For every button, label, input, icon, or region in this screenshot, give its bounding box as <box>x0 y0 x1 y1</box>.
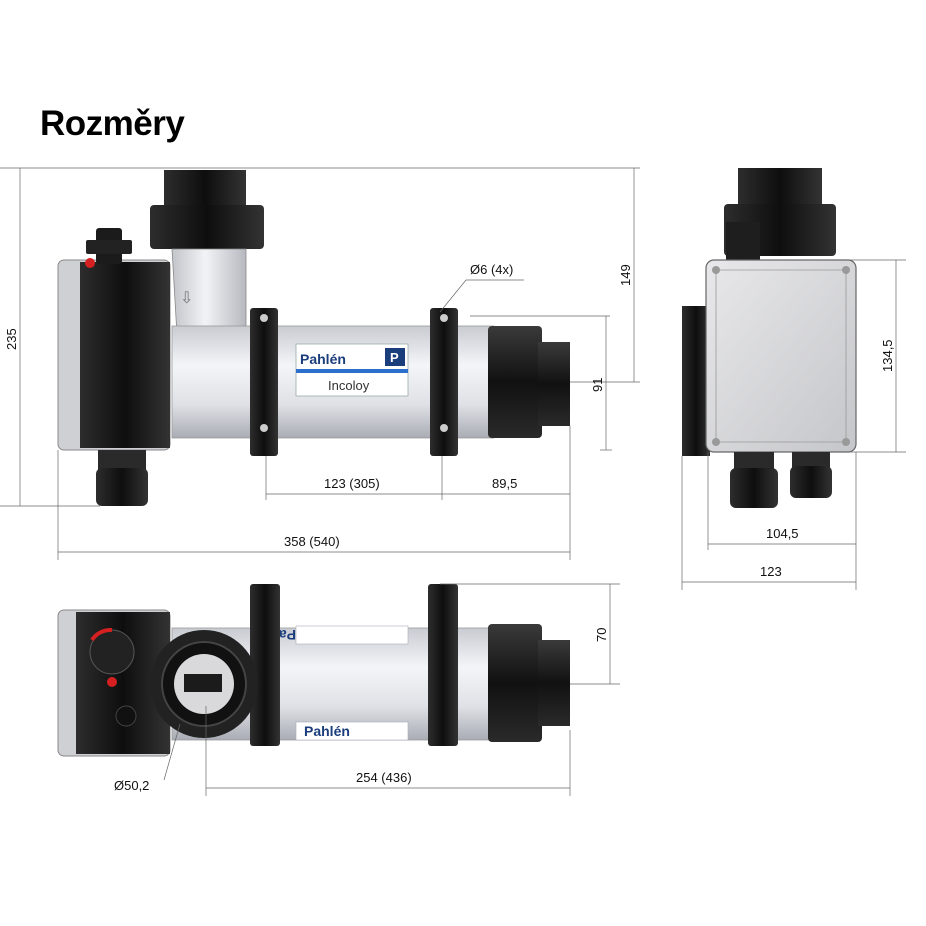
dim-height-top: 149 <box>618 264 633 286</box>
top-view-dimension-lines <box>163 583 620 796</box>
top-coupling-nut <box>164 170 246 208</box>
dim-top-depth: 70 <box>594 628 609 642</box>
top-view: Pahlén Pahlén <box>57 584 570 757</box>
top-clamp-left <box>250 584 280 746</box>
cable-gland <box>96 468 148 506</box>
side-view <box>682 168 857 508</box>
right-pipe-end <box>538 342 570 426</box>
front-view-dimension-lines <box>0 167 640 560</box>
dim-side-width: 123 <box>760 564 782 579</box>
top-brand: Pahlén <box>304 723 350 739</box>
top-clamp-right <box>428 584 458 746</box>
side-cable-gland-1 <box>730 468 778 508</box>
dim-box-width: 104,5 <box>766 526 799 541</box>
side-knob <box>726 222 760 262</box>
dim-height-body: 91 <box>590 378 605 392</box>
dim-pipe-diameter: Ø50,2 <box>114 778 149 793</box>
label-stripe <box>296 369 408 373</box>
top-union-nut <box>150 205 264 249</box>
page-title: Rozměry <box>40 104 185 143</box>
clamp-left <box>250 308 278 456</box>
flow-arrow-icon: ⇩ <box>180 290 193 307</box>
brand-logo-icon <box>385 348 405 366</box>
indicator-red <box>85 258 95 268</box>
clamp-right <box>430 308 458 456</box>
side-cable-gland-2 <box>790 466 832 498</box>
dim-hole: Ø6 (4x) <box>470 262 513 277</box>
brand-logo-letter: P <box>390 350 399 365</box>
side-view-dimension-lines <box>681 259 906 590</box>
dim-top-length: 254 (436) <box>356 770 412 785</box>
top-right-pipe-end <box>538 640 570 726</box>
right-union-nut <box>488 326 542 438</box>
dim-length-middle: 123 (305) <box>324 476 380 491</box>
dim-length-end: 89,5 <box>492 476 517 491</box>
dim-height-total: 235 <box>4 328 19 350</box>
cable-gland-nut <box>98 450 146 470</box>
brand-name: Pahlén <box>300 351 346 367</box>
side-terminal-box <box>705 259 857 453</box>
dim-box-height: 134,5 <box>880 339 895 372</box>
dim-length-total: 358 (540) <box>284 534 340 549</box>
side-clamp <box>682 306 710 456</box>
terminal-box-cover <box>80 262 170 448</box>
model-name: Incoloy <box>328 378 370 393</box>
front-view: ⇩ Pahlén P Incoloy <box>57 170 570 506</box>
